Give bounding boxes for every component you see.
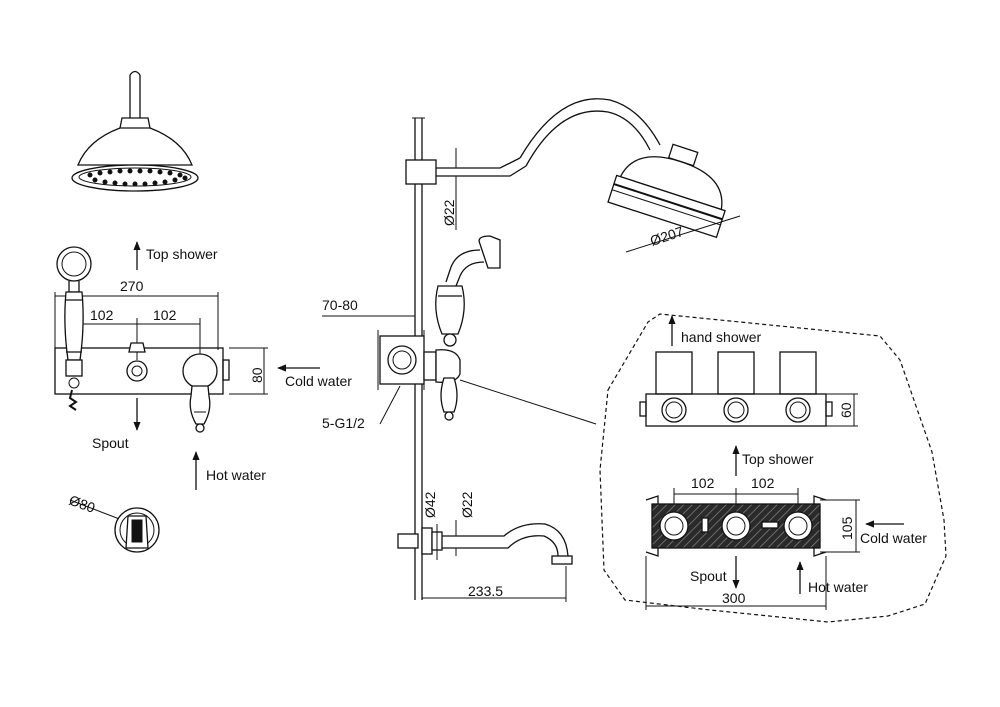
dim-dia-22-top: Ø22 [441, 199, 457, 226]
front-view-mixer: Top shower 270 102 102 [54, 241, 352, 490]
label-cold-water-right: Cold water [860, 530, 927, 546]
shower-nozzles [87, 168, 188, 187]
dim-270: 270 [120, 278, 144, 294]
label-spout-right: Spout [690, 568, 727, 584]
dim-102-b: 102 [153, 307, 177, 323]
overhead-shower-head [71, 70, 199, 192]
label-top-shower-right: Top shower [742, 451, 814, 467]
dim-105: 105 [839, 516, 855, 540]
dim-dia-22-bottom: Ø22 [459, 491, 475, 518]
dim-dia-42: Ø42 [422, 491, 438, 518]
label-cold-water-left: Cold water [285, 373, 352, 389]
label-hand-shower: hand shower [681, 329, 762, 345]
label-hot-water-right: Hot water [808, 579, 868, 595]
dim-dia-80: Ø80 [67, 492, 98, 516]
side-view-installation: Ø22 Ø207 70-80 5- [322, 98, 741, 602]
dim-102-a: 102 [90, 307, 114, 323]
dim-300: 300 [722, 590, 746, 606]
label-spout-left: Spout [92, 435, 129, 451]
dim-233-5: 233.5 [468, 583, 503, 599]
dim-102-d: 102 [751, 475, 775, 491]
label-hot-water-left: Hot water [206, 467, 266, 483]
dim-80: 80 [249, 367, 265, 383]
detail-view-concealed-valve: hand shower 60 Top shower 102 102 [599, 313, 947, 623]
dim-60: 60 [838, 402, 854, 418]
dim-70-80: 70-80 [322, 297, 358, 313]
dim-dia-207: Ø207 [648, 223, 686, 249]
escutcheon-view: Ø80 [67, 492, 160, 553]
dim-102-c: 102 [691, 475, 715, 491]
label-thread: 5-G1/2 [322, 415, 365, 431]
label-top-shower-left: Top shower [146, 246, 218, 262]
